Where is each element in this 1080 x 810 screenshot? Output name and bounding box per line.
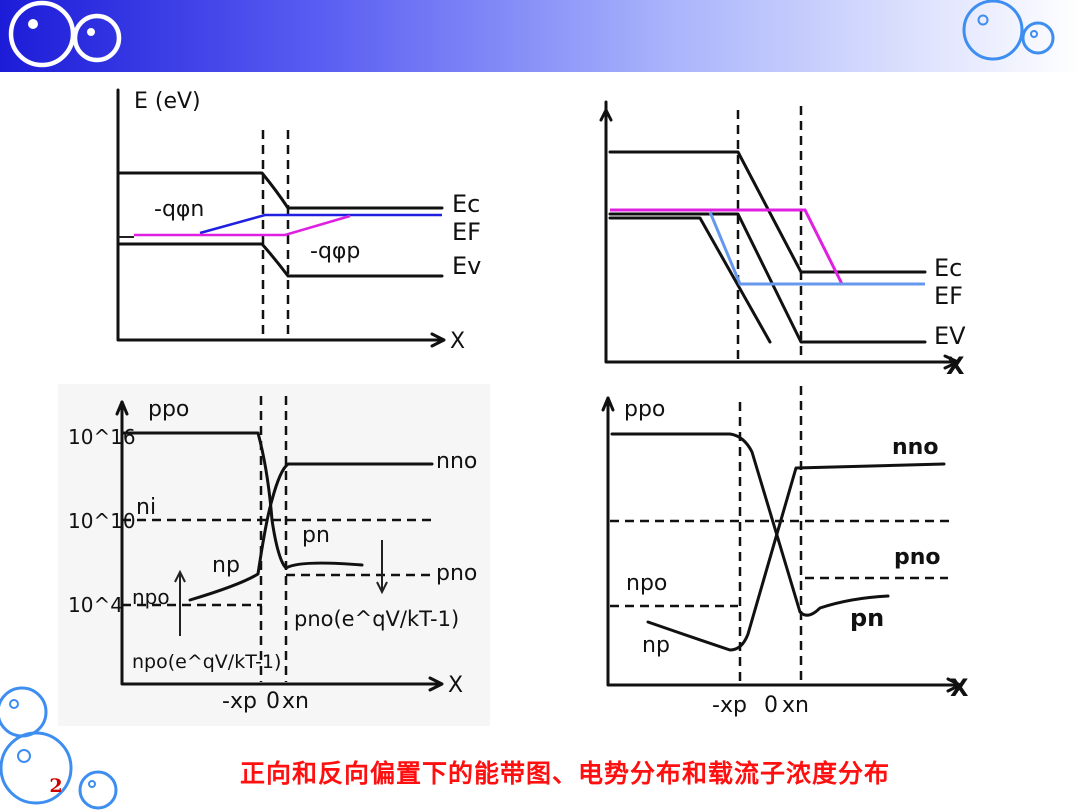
ytick-1e4: 10^4 xyxy=(68,593,123,617)
npo-label: npo xyxy=(132,585,170,609)
pn-excess-arrowhead xyxy=(376,581,388,595)
ytick-1e10: 10^10 xyxy=(68,509,136,533)
nno-label: nno xyxy=(436,449,477,474)
x-axis-label: X xyxy=(450,329,465,354)
ef-n-quasi-line xyxy=(199,213,442,235)
x-axis-label-reverse: X xyxy=(946,352,965,380)
carrier-x-arrowhead xyxy=(428,676,444,692)
pno-label-reverse: pno xyxy=(894,545,941,570)
ec-band-reverse xyxy=(608,150,927,274)
np-label: np xyxy=(212,553,240,578)
ef-p-quasi-line xyxy=(134,214,351,237)
ni-label: ni xyxy=(136,495,156,520)
bubble-top-right-small xyxy=(1021,21,1055,55)
p-concentration-reverse xyxy=(610,432,890,617)
x-arrowhead-reverse xyxy=(943,354,960,370)
pno-label: pno xyxy=(436,561,477,586)
bubble-top-right-large xyxy=(962,0,1024,61)
ev-band xyxy=(116,242,444,278)
ef-black-reverse xyxy=(608,216,772,344)
n-concentration-curve xyxy=(188,462,434,602)
bubble-bottom-left-3 xyxy=(78,770,118,810)
ppo-label: ppo xyxy=(148,397,189,422)
xtick-xn-reverse: xn xyxy=(782,693,809,718)
n-concentration-reverse xyxy=(646,462,946,652)
page-number: 2 xyxy=(49,775,63,797)
x-arrowhead xyxy=(430,332,446,348)
phi-n-label: -qφn xyxy=(154,197,204,222)
carrier-axes xyxy=(120,400,442,686)
xtick-xp: -xp xyxy=(222,689,257,714)
carrier-x-arrowhead-reverse xyxy=(946,677,962,693)
ef-label: EF xyxy=(452,218,481,246)
y-axis-label: E (eV) xyxy=(134,89,201,114)
npo-label-reverse: npo xyxy=(626,571,667,596)
ev-band-reverse xyxy=(608,212,927,344)
xtick-zero: 0 xyxy=(266,689,280,714)
pn-label-reverse: pn xyxy=(850,604,884,632)
xtick-zero-reverse: 0 xyxy=(764,693,778,718)
pn-label: pn xyxy=(302,523,330,548)
ec-label: Ec xyxy=(452,190,480,218)
phi-p-label: -qφp xyxy=(310,239,360,264)
bubble-bottom-left-2 xyxy=(0,731,73,805)
bubble-top-left-small xyxy=(72,13,122,63)
p-concentration-curve xyxy=(120,431,364,570)
carrier-axes-reverse xyxy=(606,396,962,687)
np-label-reverse: np xyxy=(642,633,670,658)
ec-band xyxy=(116,171,444,210)
ec-label-reverse: Ec xyxy=(934,254,962,282)
bubble-top-left-large xyxy=(8,0,76,68)
scan-backdrop xyxy=(58,384,490,726)
ef-n-quasi-reverse xyxy=(708,211,925,286)
nno-label-reverse: nno xyxy=(892,435,938,460)
xtick-xp-reverse: -xp xyxy=(712,693,747,718)
ytick-1e16: 10^16 xyxy=(68,425,136,449)
band-axes-reverse xyxy=(604,100,957,364)
slide-caption: 正向和反向偏置下的能带图、电势分布和载流子浓度分布 xyxy=(239,759,890,788)
ef-label-reverse: EF xyxy=(934,282,963,310)
xtick-xn: xn xyxy=(282,689,309,714)
carrier-x-axis-label-reverse: X xyxy=(950,674,969,702)
carrier-y-arrowhead xyxy=(115,400,129,416)
npo-formula-label: npo(e^qV/kT-1) xyxy=(132,651,281,673)
ev-label-reverse: EV xyxy=(934,322,966,350)
y-arrowhead-reverse xyxy=(599,108,613,122)
ppo-label-reverse: ppo xyxy=(624,397,665,422)
pno-formula-label: pno(e^qV/kT-1) xyxy=(294,607,459,631)
ev-label: Ev xyxy=(452,252,481,280)
np-excess-arrowhead xyxy=(174,569,186,583)
title-banner xyxy=(0,0,1080,72)
carrier-x-axis-label: X xyxy=(448,673,463,698)
carrier-y-arrowhead-reverse xyxy=(601,396,615,412)
